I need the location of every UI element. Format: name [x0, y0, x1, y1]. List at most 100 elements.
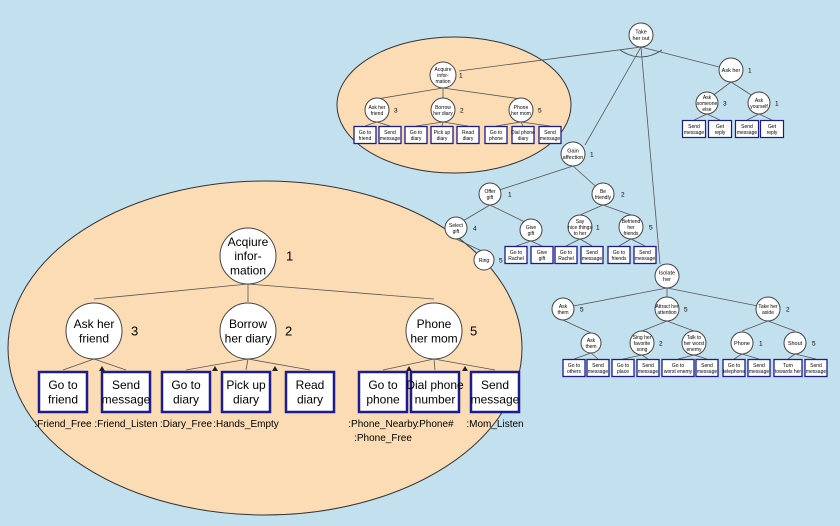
action-send-message-shout-text: Send: [810, 363, 822, 369]
sequence-arrow-icon: [212, 366, 218, 371]
action-ask_her-right-actions-1-text: Get: [768, 124, 777, 130]
node-ask-her-label: Ask her: [722, 68, 741, 74]
node-isolate-her-label: her: [663, 277, 671, 283]
node-phone[interactable]: Phone: [730, 331, 754, 355]
precondition-label: :Friend_Listen: [94, 419, 157, 430]
node-large-phone-her-mom-label: her mom: [410, 331, 457, 345]
small-action-2-1-text: diary: [518, 136, 529, 142]
node-befriend-her-friends-label: her: [627, 225, 635, 231]
node-offer-gift-number: 1: [508, 191, 512, 198]
large-action-2-0-text: Go to: [368, 378, 398, 392]
node-small-acquire-information-label: Acquire: [435, 67, 452, 73]
node-say-nice-things-number: 1: [596, 224, 600, 231]
action-give-gift-text: gift: [539, 256, 546, 262]
action-send-message-others-text: message: [588, 369, 609, 375]
node-large-ask-her-friend-number: 3: [131, 324, 138, 339]
large-action-2-2-text: Send: [481, 378, 509, 392]
action-go-to-rachel-1-text: Go to: [510, 250, 522, 256]
node-shout[interactable]: Shout: [783, 331, 807, 355]
sequence-arrow-icon: [99, 366, 105, 371]
large-action-2-2-box: [469, 370, 521, 414]
sequence-arrow-icon: [406, 366, 412, 371]
node-ask-someone-else-label: else: [702, 107, 711, 113]
edge: [185, 358, 249, 371]
large-action-2-2-text: message: [471, 392, 520, 406]
action-go-to-place-text: Go to: [617, 363, 629, 369]
action-go-to-rachel-2-box: [554, 245, 578, 265]
node-say-nice-things-label: Say: [576, 219, 585, 225]
action-ask_her-right-actions-0-text: message: [737, 130, 758, 136]
large-action-1-2-box: [284, 370, 336, 414]
large-action-1-2-text: Read: [296, 378, 325, 392]
node-ask-her[interactable]: Ask her: [718, 57, 744, 83]
node-ring[interactable]: Ring: [473, 249, 495, 271]
edge: [794, 353, 817, 360]
node-be-friendly-label: Be: [600, 189, 606, 195]
action-go-to-rachel-2-text: Go to: [560, 250, 572, 256]
action-send-message-song-text: Send: [642, 363, 654, 369]
edge: [515, 240, 532, 247]
